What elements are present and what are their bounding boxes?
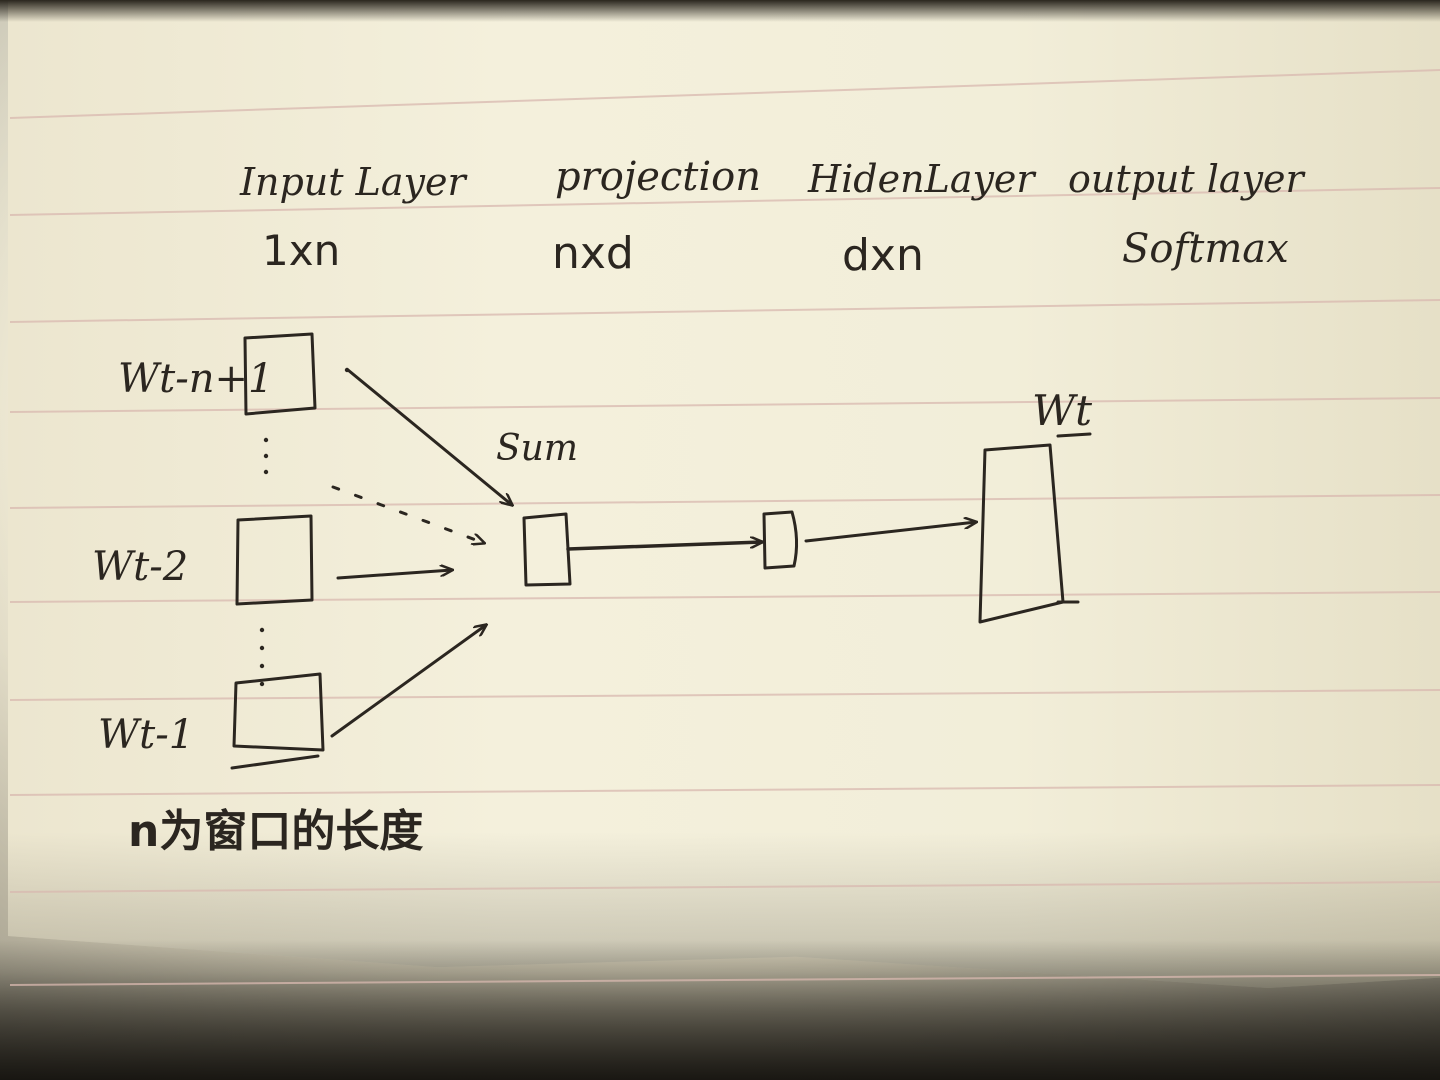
arrow-sum-to-hidden	[566, 542, 762, 551]
projection-sum-box	[522, 512, 572, 587]
input-label-wt-n1: Wt-n+1	[118, 356, 273, 402]
input-box-wt-1	[232, 672, 325, 752]
column-dim-input: 1xn	[262, 226, 340, 275]
rule-line	[9, 187, 1440, 216]
paper-top-shadow	[0, 0, 1440, 22]
ruled-lines	[9, 69, 1440, 986]
input-box-wt-2	[235, 514, 314, 606]
input-box-wt-n1	[243, 332, 317, 416]
ellipsis-dots-vertical	[259, 437, 269, 687]
rule-line	[9, 974, 1440, 986]
rule-line	[9, 397, 1440, 413]
column-title-projection: projection	[555, 154, 761, 200]
arrow-wt-1-to-sum	[330, 625, 486, 738]
column-title-output: output layer	[1068, 157, 1307, 201]
arrow-dotted-to-sum	[331, 485, 484, 543]
rule-line	[9, 494, 1440, 509]
output-label-wt: Wt	[1032, 386, 1092, 435]
footnote-window-length: n为窗口的长度	[128, 806, 423, 857]
column-dim-output: Softmax	[1122, 226, 1289, 272]
rule-line	[9, 881, 1440, 893]
arrow-wt-2-to-sum	[336, 570, 452, 580]
arrow-start-dot	[344, 367, 350, 373]
input-box-underline	[230, 754, 320, 770]
rule-line	[9, 299, 1440, 323]
column-title-hidden: HidenLayer	[807, 157, 1037, 201]
output-label-underline	[1056, 432, 1092, 438]
column-title-input: Input Layer	[239, 160, 468, 204]
input-label-wt-1: Wt-1	[98, 712, 194, 758]
column-dim-projection: nxd	[552, 228, 634, 279]
rule-line	[9, 784, 1440, 796]
paper-bottom-shadow	[0, 940, 1440, 1080]
input-label-wt-2: Wt-2	[92, 544, 188, 590]
column-dim-hidden: dxn	[842, 230, 924, 281]
rule-line	[9, 69, 1440, 119]
arrow-hidden-to-output	[804, 522, 976, 543]
rule-line	[9, 591, 1440, 603]
rule-line	[9, 689, 1440, 701]
arrow-wt-n1-to-sum	[346, 368, 512, 505]
notebook-paper	[8, 0, 1440, 988]
hidden-layer-box	[762, 510, 799, 570]
sum-label: Sum	[496, 428, 578, 469]
